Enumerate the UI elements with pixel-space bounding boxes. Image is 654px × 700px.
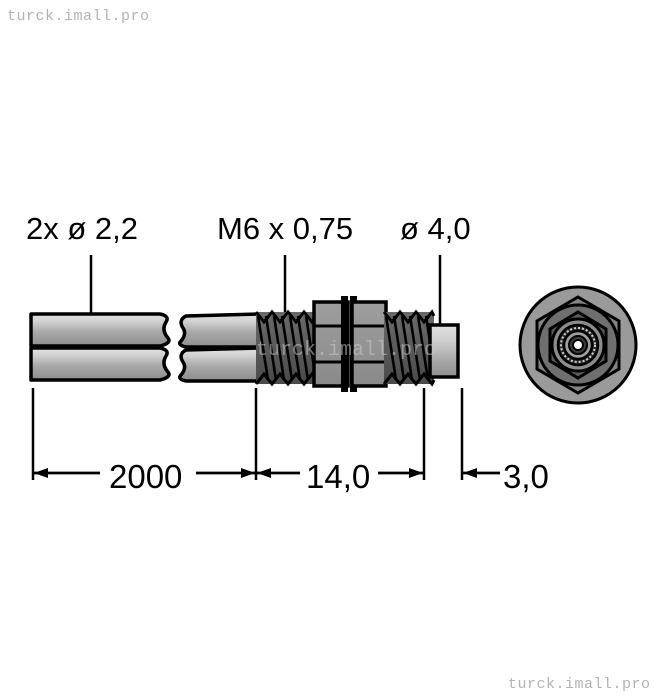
dimension-tip-length: 3,0: [503, 458, 549, 495]
end-view-center-hole: [572, 339, 584, 351]
cable-lower-wire-left: [29, 346, 171, 382]
thread-crest-top-right: [382, 309, 436, 325]
cable-upper-wire-left: [29, 312, 171, 348]
watermark-bottom: turck.imall.pro: [508, 676, 651, 693]
flange-line-left: [341, 296, 348, 392]
callout-tip-diameter: ø 4,0: [400, 211, 471, 246]
end-view-thread-texture: [560, 327, 596, 363]
dimension-body-length: 14,0: [306, 458, 370, 495]
watermark-overlay: turck.imall.pro: [256, 339, 436, 362]
cable-segment-right: [178, 312, 260, 383]
thread-helix-lines-left: [256, 315, 318, 381]
cable-upper-wire-right: [178, 312, 260, 349]
hex-nut-second: [350, 300, 388, 388]
cable-segment-left: [29, 312, 171, 382]
tip-cylinder: [428, 323, 460, 379]
cable-lower-wire-right: [178, 346, 260, 383]
threaded-barrel-left: [254, 309, 320, 387]
watermark-top: turck.imall.pro: [7, 8, 150, 25]
callout-thread-spec: M6 x 0,75: [217, 211, 353, 246]
dimension-cable-length: 2000: [109, 458, 182, 495]
sensing-tip: [428, 323, 460, 379]
dimension-extension-lines: [31, 388, 464, 480]
end-view: [518, 285, 638, 405]
nut-body-2: [350, 300, 388, 388]
callout-cable-diameter: 2x ø 2,2: [26, 211, 138, 246]
